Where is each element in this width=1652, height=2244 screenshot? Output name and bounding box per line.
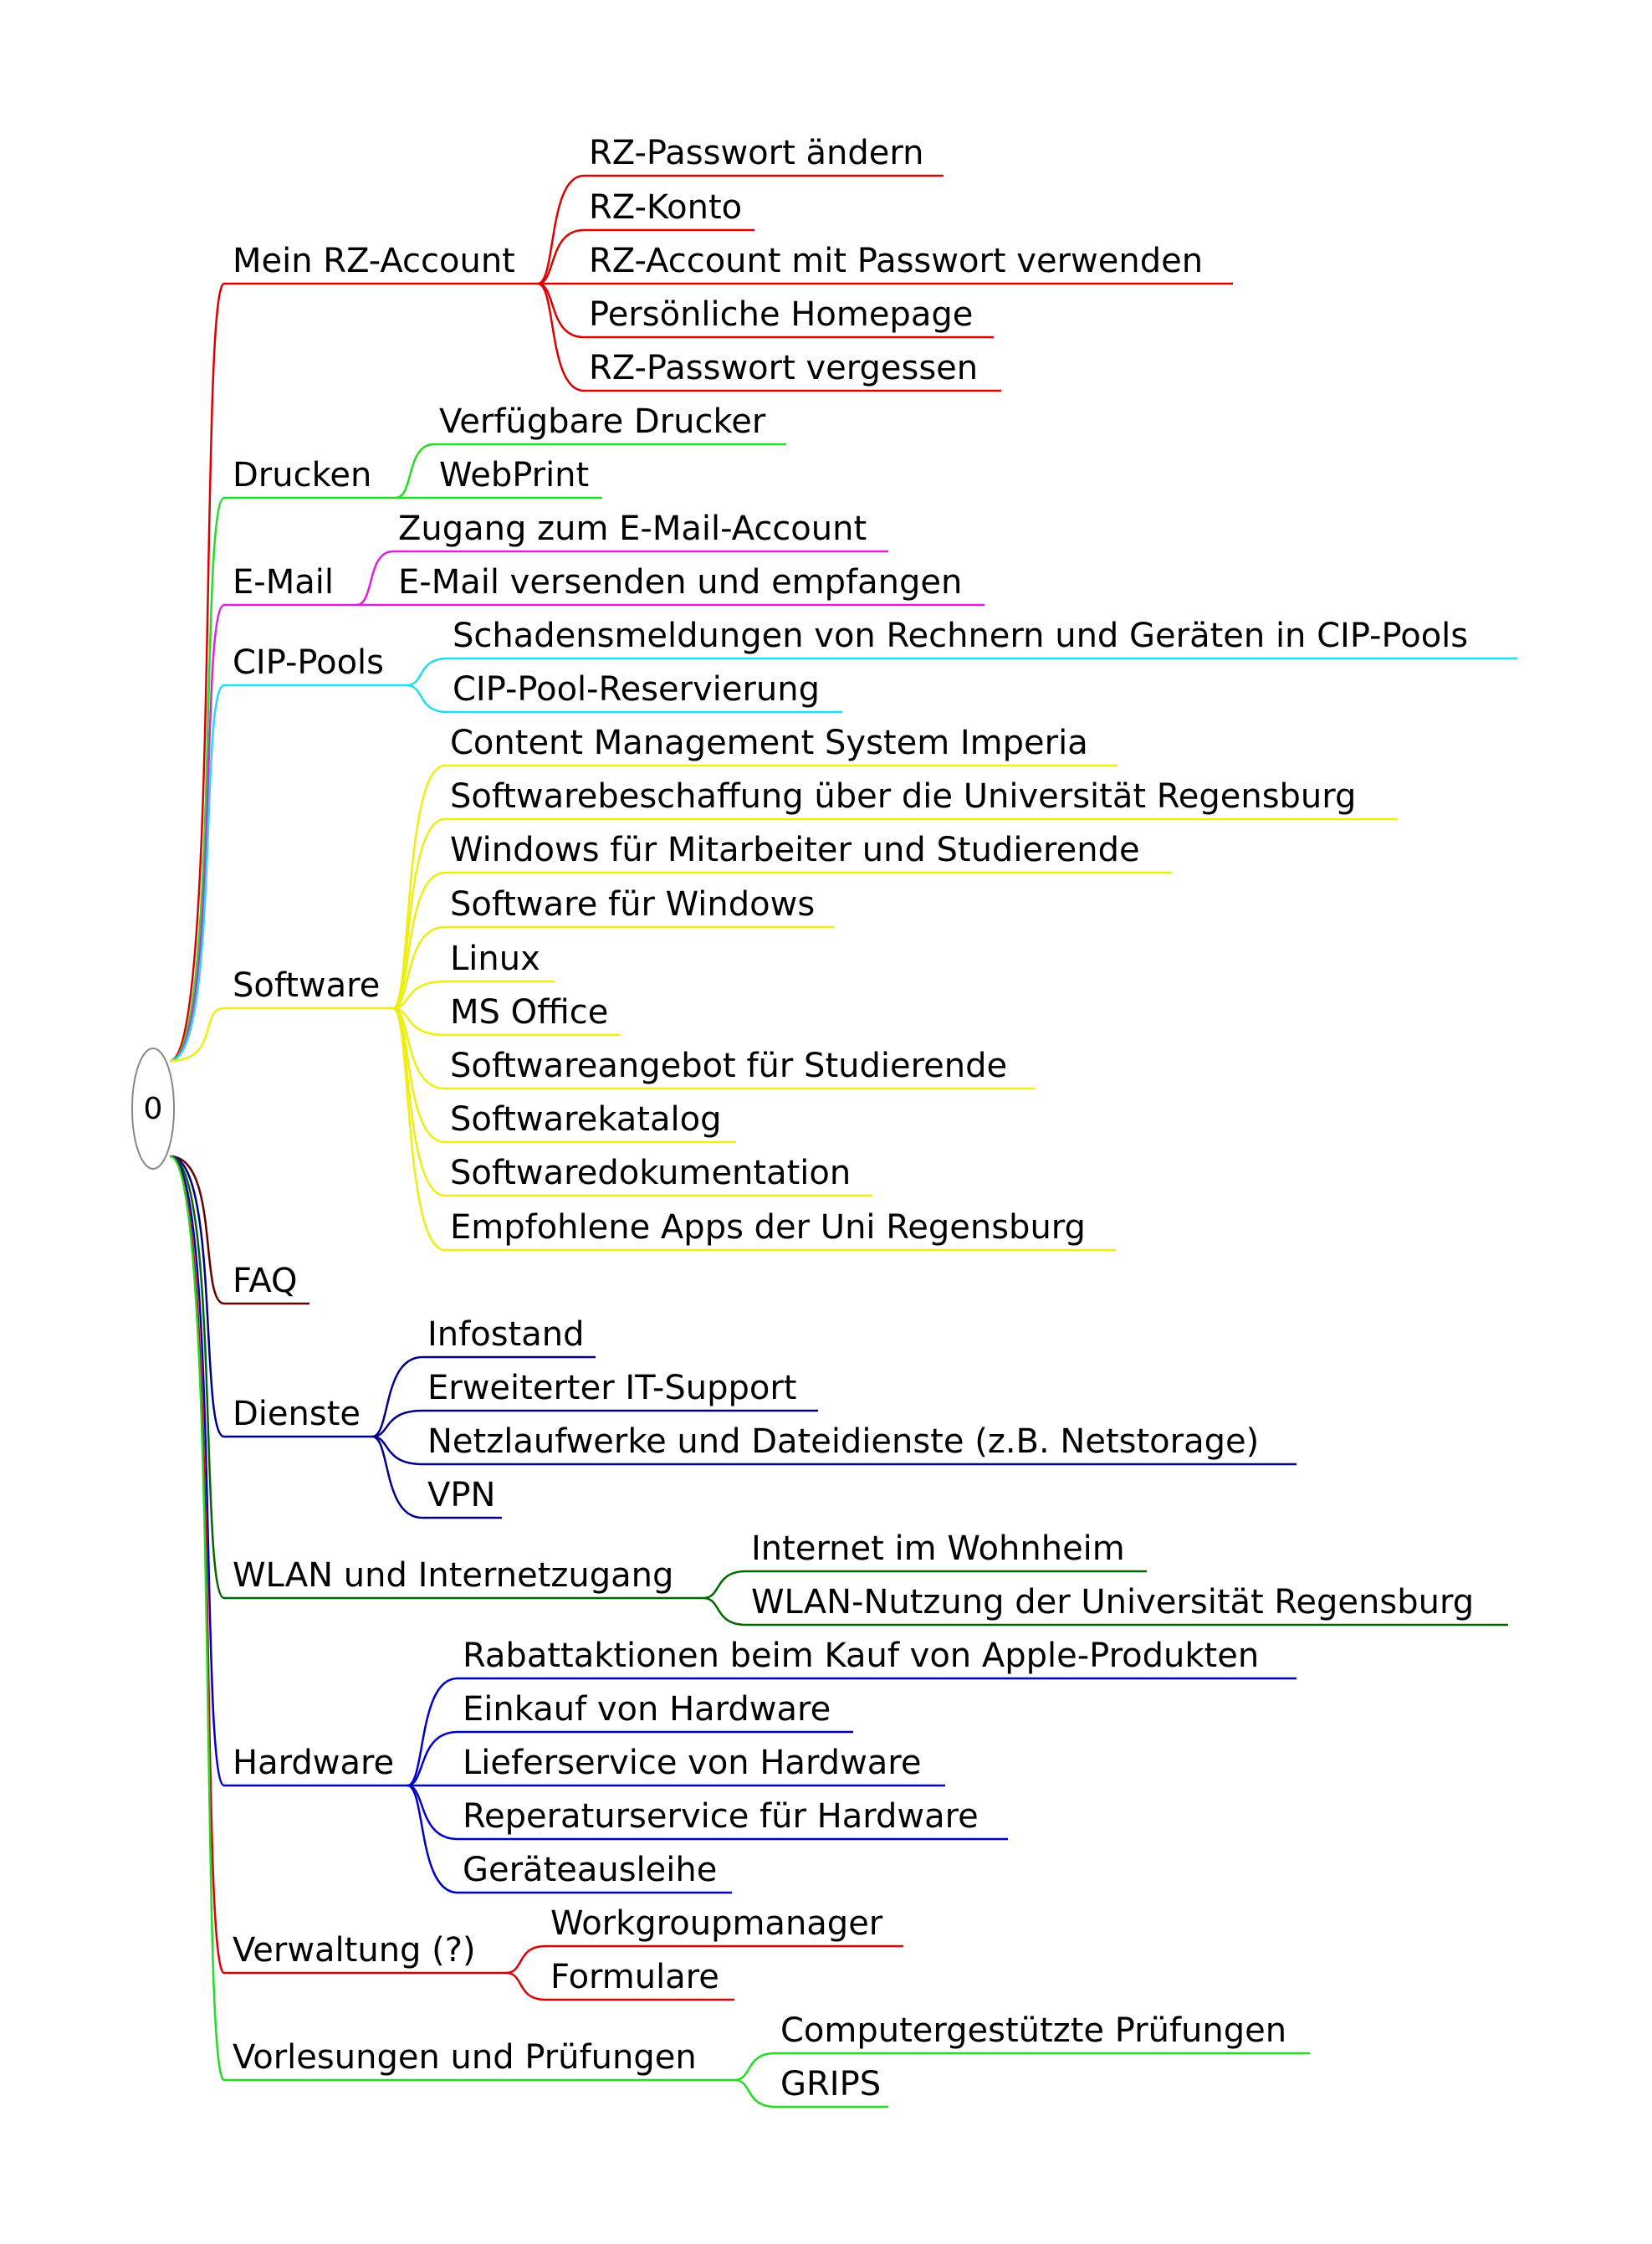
branch-connector	[169, 1155, 407, 1787]
branch-connector	[169, 1155, 703, 1600]
branch-connector	[169, 282, 538, 1063]
child-connector	[703, 1596, 1508, 1627]
child-connector	[734, 2052, 1310, 2082]
branch-connector	[169, 1155, 734, 2082]
child-node-label[interactable]: RZ-Konto	[589, 188, 742, 227]
child-node-label[interactable]: Windows für Mitarbeiter und Studierende	[450, 831, 1140, 869]
child-node-label[interactable]: Netzlaufwerke und Dateidienste (z.B. Net…	[427, 1422, 1259, 1461]
child-node-label[interactable]: Softwarebeschaffung über die Universität…	[450, 777, 1356, 816]
child-connector	[371, 1355, 596, 1438]
child-node-label[interactable]: Softwaredokumentation	[450, 1154, 851, 1192]
child-connector	[406, 684, 842, 714]
child-connector	[371, 1435, 502, 1519]
child-connector	[355, 550, 888, 607]
child-connector	[505, 1971, 734, 2001]
branch-label-wlan-und-internetzugang[interactable]: WLAN und Internetzugang	[233, 1556, 673, 1595]
branch-label-software[interactable]: Software	[233, 966, 380, 1005]
child-connector	[392, 925, 834, 1010]
branch-label-verwaltung[interactable]: Verwaltung (?)	[233, 1931, 476, 1970]
child-connector	[371, 1409, 818, 1438]
child-node-label[interactable]: MS Office	[450, 993, 608, 1032]
branch-label-e-mail[interactable]: E-Mail	[233, 563, 334, 602]
branch-label-mein-rz-account[interactable]: Mein RZ-Account	[233, 242, 515, 280]
child-node-label[interactable]: Persönliche Homepage	[589, 295, 973, 334]
child-node-label[interactable]: CIP-Pool-Reservierung	[453, 670, 820, 709]
child-node-label[interactable]: Softwareangebot für Studierende	[450, 1047, 1007, 1085]
child-connector	[407, 1784, 732, 1894]
child-connector	[537, 282, 1001, 392]
child-connector	[395, 443, 786, 500]
branch-connector	[169, 1155, 309, 1305]
branch-connector	[169, 1155, 372, 1438]
branch-connector	[169, 684, 407, 1063]
child-node-label[interactable]: RZ-Account mit Passwort verwenden	[589, 242, 1203, 280]
child-node-label[interactable]: E-Mail versenden und empfangen	[398, 563, 962, 602]
child-node-label[interactable]: Rabattaktionen beim Kauf von Apple-Produ…	[463, 1637, 1259, 1675]
child-node-label[interactable]: Erweiterter IT-Support	[427, 1369, 796, 1407]
branch-label-faq[interactable]: FAQ	[233, 1262, 297, 1300]
child-connector	[407, 1730, 853, 1787]
child-connector	[537, 174, 944, 285]
child-node-label[interactable]: Verfügbare Drucker	[439, 402, 766, 441]
child-node-label[interactable]: Reperaturservice für Hardware	[463, 1797, 979, 1836]
child-node-label[interactable]: Schadensmeldungen von Rechnern und Gerät…	[453, 617, 1468, 655]
branch-label-hardware[interactable]: Hardware	[233, 1744, 394, 1782]
branch-label-dienste[interactable]: Dienste	[233, 1395, 361, 1433]
child-connector	[407, 1784, 1008, 1841]
child-node-label[interactable]: Softwarekatalog	[450, 1100, 721, 1139]
branch-label-vorlesungen-und-prüfungen[interactable]: Vorlesungen und Prüfungen	[233, 2038, 697, 2077]
child-node-label[interactable]: Content Management System Imperia	[450, 724, 1088, 762]
mind-map-nodes: Mein RZ-Account RZ-Passwort ändernRZ-Kont…	[233, 134, 1474, 2103]
branch-label-cip-pools[interactable]: CIP-Pools	[233, 643, 384, 682]
mind-map-edges	[169, 174, 1517, 2108]
child-node-label[interactable]: Lieferservice von Hardware	[463, 1744, 921, 1782]
child-node-label[interactable]: VPN	[427, 1476, 495, 1514]
branch-connector	[169, 496, 396, 1063]
child-connector	[392, 980, 555, 1010]
child-node-label[interactable]: Einkauf von Hardware	[463, 1690, 831, 1729]
child-connector	[505, 1944, 903, 1975]
root-node-ellipse	[131, 1048, 175, 1170]
child-connector	[703, 1570, 1147, 1600]
child-node-label[interactable]: Workgroupmanager	[550, 1904, 883, 1943]
root-node[interactable]: 0	[131, 1048, 175, 1170]
child-connector	[406, 657, 1517, 687]
child-node-label[interactable]: Zugang zum E-Mail-Account	[398, 510, 867, 548]
child-node-label[interactable]: Internet im Wohnheim	[751, 1529, 1125, 1568]
child-node-label[interactable]: Linux	[450, 940, 540, 978]
root-node-label: 0	[144, 1092, 163, 1126]
child-connector	[734, 2078, 888, 2108]
branch-connector	[169, 603, 356, 1063]
child-connector	[392, 1007, 1116, 1252]
child-node-label[interactable]: Infostand	[427, 1315, 584, 1354]
child-node-label[interactable]: Geräteausleihe	[463, 1851, 717, 1889]
child-node-label[interactable]: Empfohlene Apps der Uni Regensburg	[450, 1208, 1086, 1247]
child-connector	[371, 1435, 1297, 1466]
child-node-label[interactable]: RZ-Passwort vergessen	[589, 349, 978, 387]
child-node-label[interactable]: Computergestützte Prüfungen	[780, 2011, 1286, 2050]
child-node-label[interactable]: WebPrint	[439, 456, 589, 494]
child-connector	[407, 1677, 1297, 1787]
child-node-label[interactable]: Formulare	[550, 1958, 719, 1996]
child-node-label[interactable]: WLAN-Nutzung der Universität Regensburg	[751, 1583, 1474, 1622]
child-connector	[392, 1007, 620, 1037]
child-connector	[392, 871, 1172, 1010]
child-node-label[interactable]: Software für Windows	[450, 885, 815, 924]
child-connector	[537, 228, 754, 285]
child-node-label[interactable]: RZ-Passwort ändern	[589, 134, 923, 172]
branch-connector	[169, 1007, 393, 1063]
child-connector	[392, 817, 1398, 1010]
child-node-label[interactable]: GRIPS	[780, 2065, 881, 2103]
child-connector	[537, 282, 994, 339]
branch-label-drucken[interactable]: Drucken	[233, 456, 371, 494]
